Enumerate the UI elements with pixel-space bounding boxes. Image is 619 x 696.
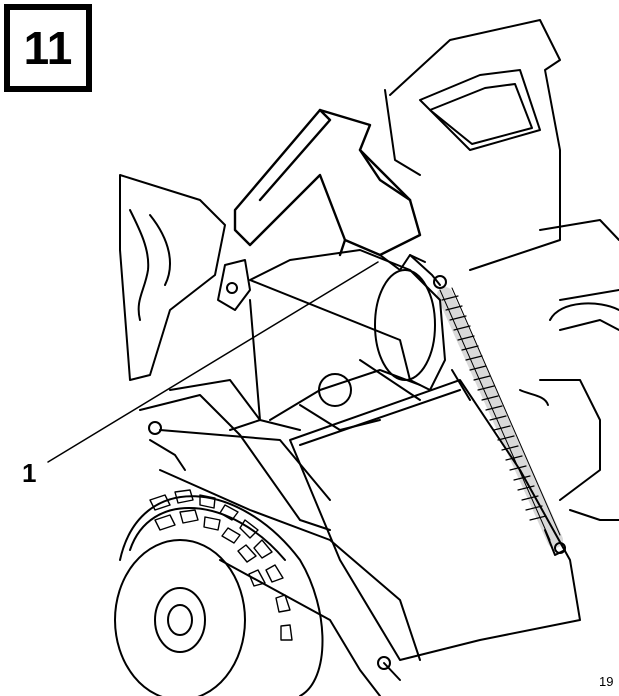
- mower-deck: [119, 174, 421, 696]
- engine-housing: [384, 19, 619, 521]
- callout-leader-line: [47, 261, 379, 463]
- grass-deflector-handle: [233, 108, 422, 257]
- front-wheel: [114, 489, 324, 696]
- deflector-hook: [379, 254, 471, 401]
- tension-spring: [437, 287, 566, 556]
- figure-reference-code: 19: [599, 674, 614, 689]
- callout-label-1: 1: [22, 458, 37, 488]
- step-number: 11: [23, 22, 73, 74]
- step-number-badge: 11: [4, 4, 92, 92]
- discharge-chute: [249, 249, 581, 661]
